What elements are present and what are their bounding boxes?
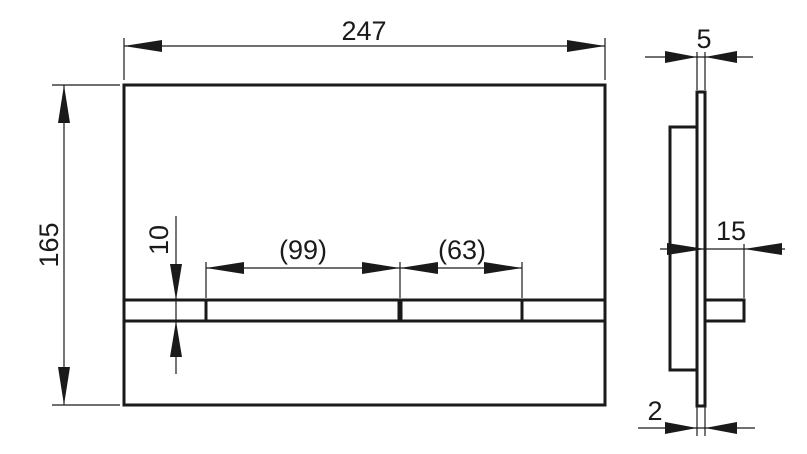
button-projection-label: 15 bbox=[716, 216, 746, 246]
button-projection-dimension: 15 bbox=[660, 216, 785, 298]
base-offset-label: 2 bbox=[647, 396, 662, 426]
front-view: 247 165 10 (99) bbox=[34, 16, 607, 407]
strip-height-dimension: 10 bbox=[144, 216, 182, 374]
width-dimension: 247 bbox=[123, 16, 606, 80]
side-view: 5 15 2 bbox=[638, 24, 785, 436]
large-flush-button bbox=[204, 298, 401, 323]
strip-height-label: 10 bbox=[144, 225, 174, 255]
side-button bbox=[703, 298, 746, 323]
button-width-dimensions: (99) (63) bbox=[205, 235, 523, 298]
plate-outline bbox=[122, 83, 607, 407]
base-offset-dimension: 2 bbox=[638, 396, 755, 436]
thickness-label: 5 bbox=[696, 24, 711, 54]
height-dimension: 165 bbox=[34, 84, 120, 406]
width-label: 247 bbox=[341, 16, 386, 46]
small-button-width-label: (63) bbox=[438, 235, 486, 265]
height-label: 165 bbox=[34, 222, 64, 267]
small-flush-button bbox=[399, 298, 524, 323]
thickness-dimension: 5 bbox=[645, 24, 753, 90]
large-button-width-label: (99) bbox=[279, 235, 327, 265]
